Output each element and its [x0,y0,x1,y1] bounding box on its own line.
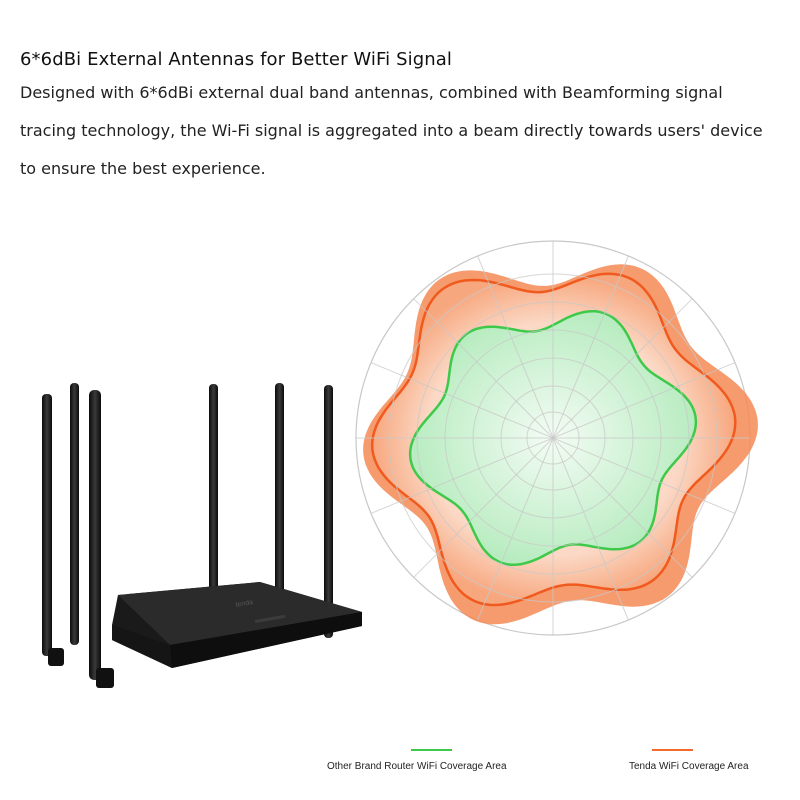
router-side-edge [112,625,172,668]
polar-grid [356,241,750,635]
polar-ring [416,301,690,575]
router-brand-mark: tenda [235,599,254,609]
polar-ring [472,357,634,519]
page-title: 6*6dBi External Antennas for Better WiFi… [20,49,452,70]
antenna-icon [275,383,284,623]
description: Designed with 6*6dBi external dual band … [20,83,763,178]
antenna-base [48,648,64,666]
router-front-edge [170,612,362,668]
header: 6*6dBi External Antennas for Better WiFi… [20,46,780,188]
router-top [118,582,362,645]
antenna-base [96,668,114,688]
router-image: tenda [42,383,362,688]
router-led-strip [254,614,286,623]
antenna-icon [89,390,101,680]
antenna-icon [70,383,79,645]
legend-other-line [411,749,452,751]
legend-tenda-line [652,749,693,751]
polar-ring [388,273,718,603]
legend-other-label: Other Brand Router WiFi Coverage Area [327,761,507,772]
antenna-icon [42,394,52,656]
polar-ring [526,411,580,465]
antenna-icon [324,385,333,638]
polar-ring [444,329,662,547]
antenna-icon [209,384,218,616]
legend-tenda-label: Tenda WiFi Coverage Area [629,761,749,772]
polar-ring [500,385,606,491]
